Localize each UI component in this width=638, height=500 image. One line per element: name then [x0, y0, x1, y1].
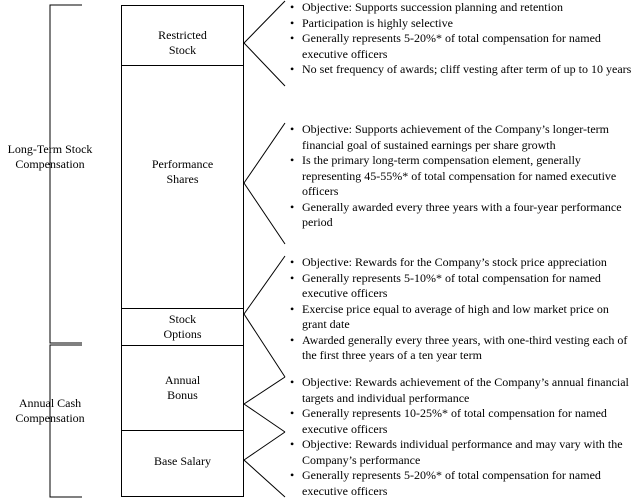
group-label-annual-cash: Annual Cash Compensation [15, 396, 85, 425]
bullet-item: Objective: Rewards for the Company’s sto… [288, 255, 634, 271]
bullet-item: Is the primary long-term compensation el… [288, 153, 634, 200]
bullets-annual-bonus: Objective: Rewards achievement of the Co… [288, 375, 634, 437]
bracket-annual-cash [49, 344, 82, 498]
element-column [121, 5, 244, 497]
bullets-stock-options: Objective: Rewards for the Company’s sto… [288, 255, 634, 364]
bullet-item: Objective: Rewards achievement of the Co… [288, 375, 634, 406]
bullets-performance-shares: Objective: Supports achievement of the C… [288, 122, 634, 231]
callout-performance-shares [243, 122, 286, 245]
element-name-annual-bonus: Annual Bonus [164, 373, 201, 402]
element-name-stock-options: Stock Options [163, 312, 202, 341]
element-name-base-salary: Base Salary [154, 454, 211, 468]
callout-annual-bonus [243, 376, 286, 433]
bullet-item: Exercise price equal to average of high … [288, 302, 634, 333]
bullet-item: Generally represents 5-20%* of total com… [288, 31, 634, 62]
bullet-item: Generally represents 5-10%* of total com… [288, 271, 634, 302]
bullets-base-salary: Objective: Rewards individual performanc… [288, 437, 634, 499]
group-label-long-term: Long-Term Stock Compensation [7, 142, 93, 171]
callout-stock-options [243, 255, 286, 378]
bullet-item: Generally represents 5-20%* of total com… [288, 468, 634, 499]
bullet-item: Objective: Rewards individual performanc… [288, 437, 634, 468]
callout-restricted-stock [243, 0, 286, 87]
bullet-item: Generally represents 10-25%* of total co… [288, 406, 634, 437]
bullet-item: Awarded generally every three years, wit… [288, 333, 634, 364]
callout-base-salary [243, 431, 286, 498]
bullet-item: Generally awarded every three years with… [288, 200, 634, 231]
bullets-restricted-stock: Objective: Supports succession planning … [288, 0, 634, 78]
bullet-item: Participation is highly selective [288, 16, 634, 32]
element-name-restricted-stock: Restricted Stock [158, 28, 207, 57]
bullet-item: No set frequency of awards; cliff vestin… [288, 62, 634, 78]
bullet-item: Objective: Supports succession planning … [288, 0, 634, 16]
bracket-long-term [49, 4, 82, 344]
element-name-performance-shares: Performance Shares [151, 157, 214, 186]
bullet-item: Objective: Supports achievement of the C… [288, 122, 634, 153]
